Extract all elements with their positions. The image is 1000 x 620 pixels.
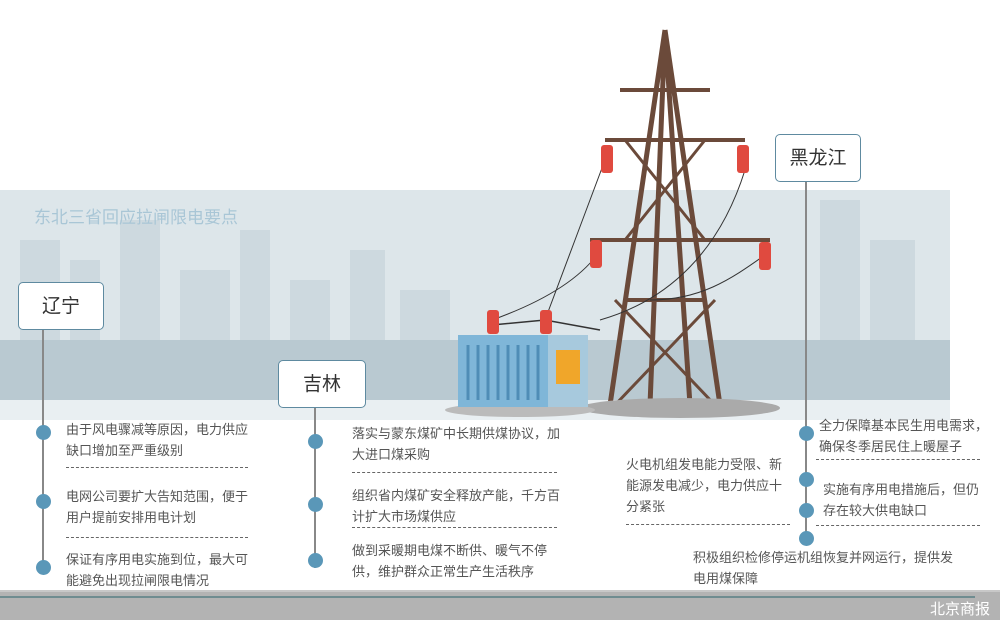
timeline-dot — [308, 553, 323, 568]
infographic-title: 东北三省回应拉闸限电要点 — [34, 208, 238, 228]
timeline-dot — [799, 531, 814, 546]
jilin-point-3: 做到采暖期电煤不断供、暖气不停供，维护群众正常生产生活秩序 — [352, 544, 548, 580]
dashed-divider — [66, 467, 248, 468]
footer-bar: 北京商报 — [0, 590, 1000, 620]
timeline-dot — [799, 503, 814, 518]
heilongjiang-point-3: 实施有序用电措施后，但仍存在较大供电缺口 — [823, 483, 980, 519]
city-skyline — [0, 190, 950, 420]
timeline-line — [805, 182, 807, 537]
insulators — [487, 145, 771, 334]
dashed-divider — [626, 524, 790, 525]
timeline-line — [314, 408, 316, 568]
brand-logo: 北京商报 — [929, 600, 990, 618]
timeline-dot — [36, 425, 51, 440]
dashed-divider — [816, 525, 980, 526]
transformer — [445, 335, 595, 417]
dashed-divider — [66, 537, 248, 538]
heilongjiang-point-4: 积极组织检修停运机组恢复并网运行，提供发电用煤保障 — [693, 551, 954, 587]
timeline-dot — [308, 434, 323, 449]
province-label-jilin: 吉林 — [278, 360, 366, 408]
power-tower — [491, 29, 770, 407]
dashed-divider — [352, 527, 557, 528]
timeline-dot — [799, 472, 814, 487]
dashed-divider — [816, 459, 980, 460]
timeline-dot — [36, 560, 51, 575]
liaoning-point-1: 由于风电骤减等原因，电力供应缺口增加至严重级别 — [66, 423, 249, 459]
illustration — [0, 29, 950, 420]
tower-shadow — [580, 398, 780, 418]
dashed-divider — [352, 472, 557, 473]
timeline-dot — [36, 494, 51, 509]
liaoning-point-2: 电网公司要扩大告知范围，便于用户提前安排用电计划 — [66, 490, 249, 526]
timeline-dot — [799, 426, 814, 441]
heilongjiang-point-2: 火电机组发电能力受限、新能源发电减少，电力供应十分紧张 — [626, 458, 783, 515]
liaoning-point-3: 保证有序用电实施到位，最大可能避免出现拉闸限电情况 — [66, 553, 249, 589]
province-label-heilongjiang: 黑龙江 — [775, 134, 861, 182]
timeline-dot — [308, 497, 323, 512]
jilin-point-1: 落实与蒙东煤矿中长期供煤协议，加大进口煤采购 — [352, 427, 561, 463]
heilongjiang-point-1: 全力保障基本民生用电需求，确保冬季居民住上暖屋子 — [819, 419, 989, 455]
province-label-liaoning: 辽宁 — [18, 282, 104, 330]
jilin-point-2: 组织省内煤矿安全释放产能，千方百计扩大市场煤供应 — [352, 489, 561, 525]
timeline-line — [42, 330, 44, 570]
